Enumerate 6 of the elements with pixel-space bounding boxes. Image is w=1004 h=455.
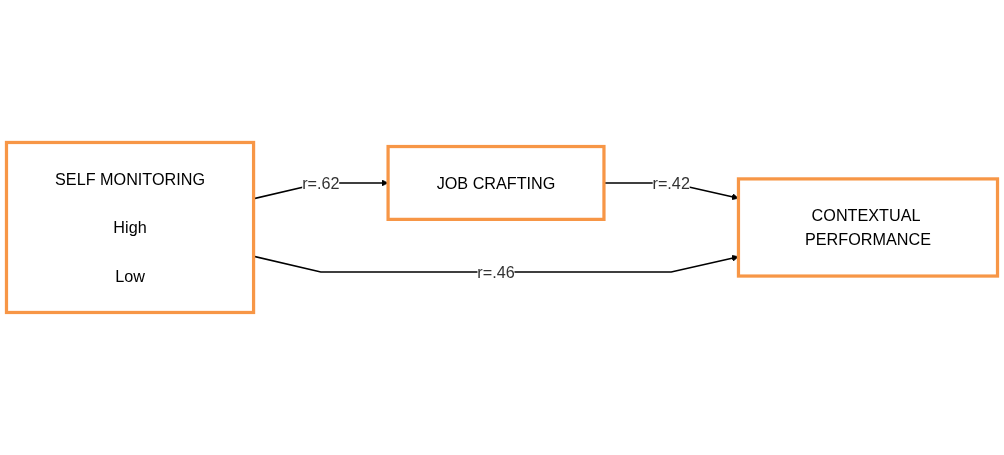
edge-label: r=.42 [652, 174, 690, 192]
node-box: CONTEXTUAL PERFORMANCE [736, 177, 1000, 278]
node-box: SELF MONITORING High Low [4, 140, 256, 315]
edge-label: r=.46 [477, 263, 515, 281]
edge-label: r=.62 [302, 174, 340, 192]
node-box: JOB CRAFTING [386, 144, 606, 221]
